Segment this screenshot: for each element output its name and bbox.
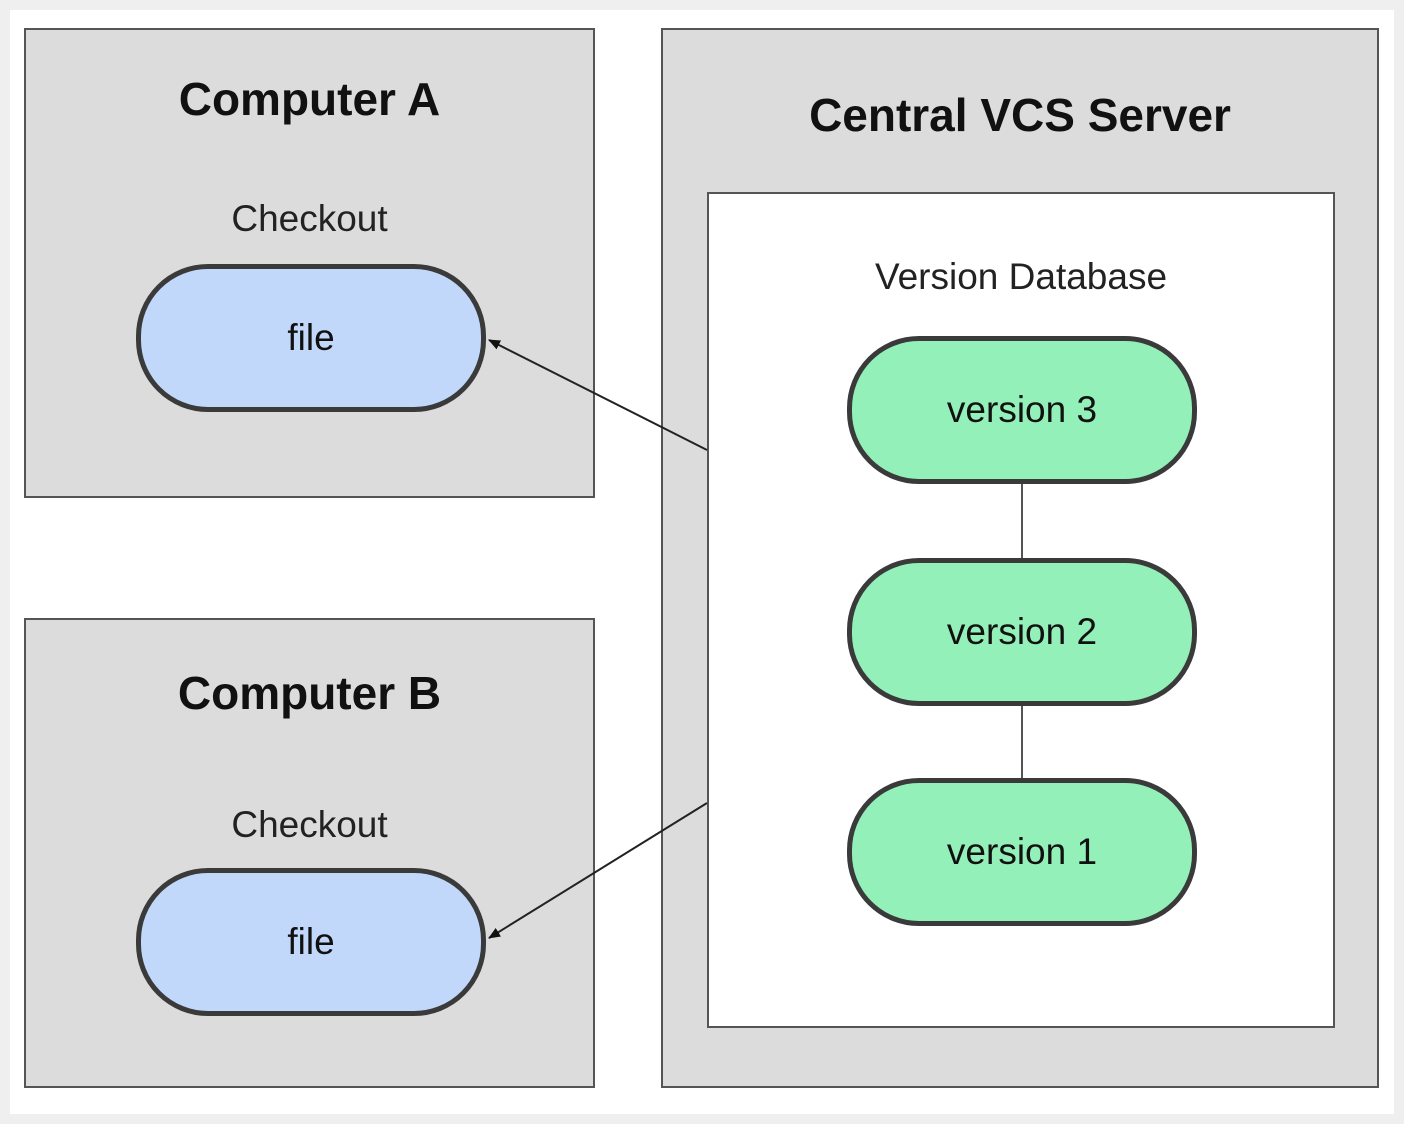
computer-b-title: Computer B <box>177 667 442 719</box>
computer-b-checkout-label: Checkout <box>231 804 388 845</box>
version-1-node: version 1 <box>847 778 1197 926</box>
version-3-node: version 3 <box>847 336 1197 484</box>
server-title: Central VCS Server <box>809 89 1231 141</box>
computer-b-file: file <box>136 868 486 1016</box>
computer-a-box: Computer A Checkout file <box>24 28 595 498</box>
version-database-box: Version Database version 3 version 2 ver… <box>707 192 1335 1028</box>
computer-b-file-label: file <box>287 921 335 962</box>
computer-a-title: Computer A <box>178 73 441 125</box>
version-2-label: version 2 <box>946 611 1098 652</box>
arrow-to-computer-a <box>488 339 708 451</box>
version-database-label: Version Database <box>874 256 1168 297</box>
central-vcs-server-box: Central VCS Server Version Database vers… <box>661 28 1379 1088</box>
version-link-2-1 <box>1021 702 1023 782</box>
computer-a-file: file <box>136 264 486 412</box>
version-link-3-2 <box>1021 480 1023 560</box>
arrow-to-computer-b <box>488 802 708 939</box>
version-3-label: version 3 <box>946 389 1098 430</box>
computer-a-checkout-label: Checkout <box>231 198 388 239</box>
computer-b-box: Computer B Checkout file <box>24 618 595 1088</box>
computer-a-file-label: file <box>287 317 335 358</box>
version-1-label: version 1 <box>946 831 1098 872</box>
version-2-node: version 2 <box>847 558 1197 706</box>
